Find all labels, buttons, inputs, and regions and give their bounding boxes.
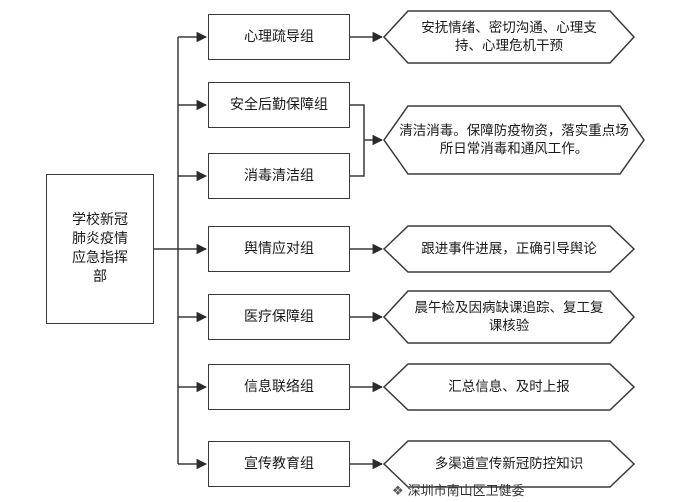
group-node-disinfection: 消毒清洁组	[208, 153, 350, 199]
duty-label-6: 多渠道宣传新冠防控知识	[408, 443, 610, 485]
duty-hexagon-5	[382, 363, 636, 411]
group-label: 医疗保障组	[244, 308, 314, 325]
duty-text: 跟进事件进展，正确引导舆论	[421, 240, 597, 257]
watermark-text: 深圳市南山区卫健委	[407, 484, 525, 499]
duty-text: 晨午检及因病缺课追踪、复工复课核验	[414, 299, 604, 334]
duty-text: 清洁消毒。保障防疫物资，落实重点场所日常消毒和通风工作。	[399, 122, 629, 157]
duty-label-4: 晨午检及因病缺课追踪、复工复课核验	[408, 293, 610, 341]
duty-label-5: 汇总信息、及时上报	[408, 366, 610, 408]
group-label: 安全后勤保障组	[230, 96, 328, 113]
duty-label-2: 清洁消毒。保障防疫物资，落实重点场所日常消毒和通风工作。	[396, 108, 632, 172]
root-label: 学校新冠肺炎疫情应急指挥部	[72, 212, 128, 285]
duty-hexagon-4	[382, 290, 636, 344]
group-node-education: 宣传教育组	[208, 441, 350, 487]
duty-hexagon-2	[383, 105, 645, 175]
group-node-psychological: 心理疏导组	[208, 14, 350, 60]
watermark: ❖深圳市南山区卫健委	[392, 480, 700, 502]
group-label: 宣传教育组	[244, 455, 314, 472]
duty-text: 安抚情绪、密切沟通、心理支持、心理危机干预	[421, 19, 597, 54]
root-node: 学校新冠肺炎疫情应急指挥部	[46, 174, 154, 324]
group-label: 信息联络组	[244, 378, 314, 395]
duty-hexagon-6	[382, 440, 636, 488]
duty-label-3: 跟进事件进展，正确引导舆论	[408, 228, 610, 270]
group-node-liaison: 信息联络组	[208, 364, 350, 410]
duty-hexagon-1	[382, 10, 636, 64]
group-node-public-opinion: 舆情应对组	[208, 226, 350, 272]
duty-label-1: 安抚情绪、密切沟通、心理支持、心理危机干预	[408, 13, 610, 61]
duty-text: 汇总信息、及时上报	[448, 378, 570, 395]
duty-text: 多渠道宣传新冠防控知识	[434, 455, 584, 472]
group-node-medical: 医疗保障组	[208, 294, 350, 340]
duty-hexagon-3	[382, 225, 636, 273]
group-label: 消毒清洁组	[244, 167, 314, 184]
group-label: 心理疏导组	[244, 28, 314, 45]
group-label: 舆情应对组	[244, 240, 314, 257]
merge-bracket	[350, 104, 365, 177]
wechat-icon: ❖	[392, 484, 404, 499]
group-node-logistics: 安全后勤保障组	[208, 82, 350, 128]
